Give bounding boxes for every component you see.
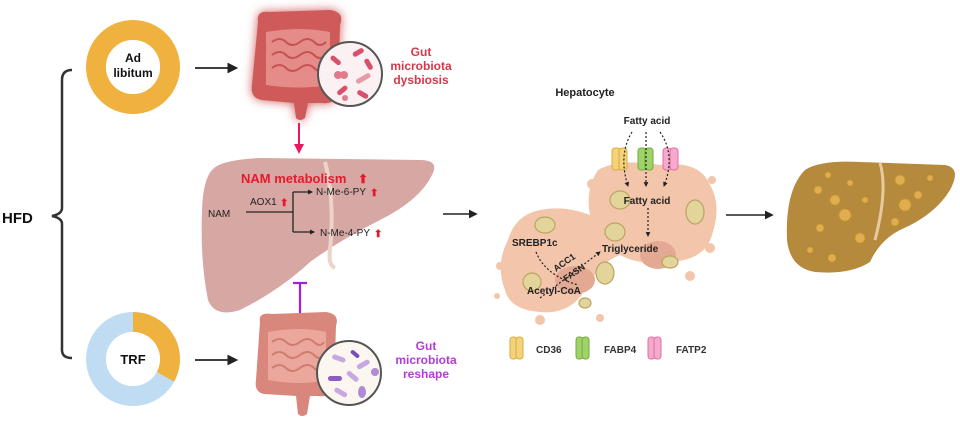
acetyl-coa-label: Acetyl-CoA — [527, 286, 581, 297]
ad-libitum-label-2: libitum — [113, 66, 152, 80]
fatty-acid-uptake-arrows — [535, 131, 670, 299]
fatp2-transporter-icon — [662, 147, 679, 171]
aox1-label: AOX1 — [250, 197, 277, 208]
n-me-6-py-label: N-Me-6-PY — [316, 187, 366, 198]
n-me-4-py-up-arrow: ⬆ — [374, 229, 382, 240]
legend-label-fabp4: FABP4 — [604, 345, 637, 356]
hepatocyte-title: Hepatocyte — [555, 87, 614, 99]
ad-libitum-ring — [86, 20, 180, 114]
fabp4-transporter-icon — [637, 147, 654, 171]
bacteria-magnifier-reshape-icon — [316, 340, 382, 406]
gut-dysbiosis-label-1: Gut — [411, 45, 432, 59]
legend-swatch-fatp2 — [647, 336, 662, 360]
gut-dysbiosis-label-2: microbiota — [390, 59, 452, 73]
nam-branch-line — [246, 192, 294, 232]
hfd-label: HFD — [2, 210, 33, 227]
trf-label: TRF — [120, 352, 145, 367]
inhibition-symbol — [293, 281, 307, 313]
legend-label-fatp2: FATP2 — [676, 345, 707, 356]
gut-reshape-label-1: Gut — [416, 339, 437, 353]
hfd-bracket — [51, 68, 73, 360]
bacteria-magnifier-dysbiosis-icon — [317, 41, 383, 107]
liver-icon — [201, 158, 435, 313]
nam-metabolism-title: NAM metabolism — [241, 171, 346, 186]
intestine-dysbiosis-icon — [251, 10, 342, 120]
legend-swatch-cd36 — [509, 336, 524, 360]
nam-up-arrow: ⬆ — [358, 172, 368, 186]
gut-reshape-label-2: microbiota — [395, 353, 457, 367]
fatty-acid-inner-label: Fatty acid — [624, 196, 671, 207]
nam-label: NAM — [208, 209, 230, 220]
cd36-transporter-icon — [611, 147, 628, 171]
fatty-liver-icon — [786, 161, 955, 273]
legend-label-cd36: CD36 — [536, 345, 562, 356]
n-me-6-py-up-arrow: ⬆ — [370, 188, 378, 199]
n-me-4-py-label: N-Me-4-PY — [320, 228, 370, 239]
fatty-acid-top-label: Fatty acid — [624, 116, 671, 127]
gut-reshape-label-3: reshape — [403, 367, 449, 381]
srebp1c-label: SREBP1c — [512, 238, 558, 249]
ad-libitum-label-1: Ad — [125, 51, 141, 65]
legend: CD36 FABP4 FATP2 — [509, 336, 707, 360]
legend-swatch-fabp4 — [575, 336, 590, 360]
gut-dysbiosis-label-3: dysbiosis — [393, 73, 449, 87]
trf-ring — [86, 312, 180, 406]
intestine-reshape-icon — [255, 312, 337, 416]
triglyceride-label: Triglyceride — [602, 244, 659, 255]
aox1-up-arrow: ⬆ — [280, 198, 288, 209]
